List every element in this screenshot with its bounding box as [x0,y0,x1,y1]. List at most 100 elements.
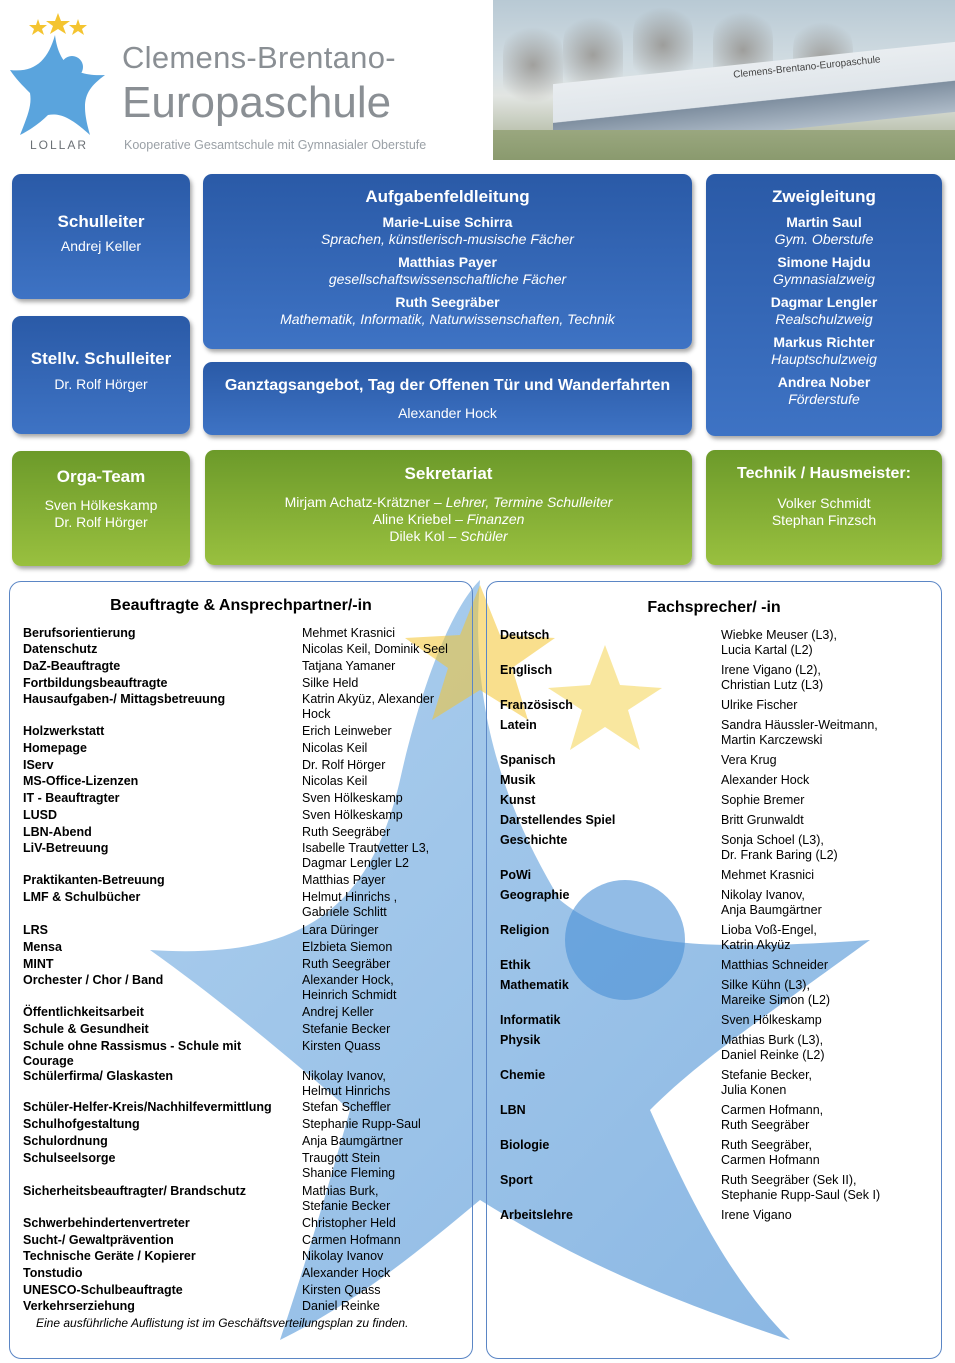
beauftragte-label: Schule ohne Rassismus - Schule mit Coura… [23,1039,242,1068]
beauftragte-label: Öffentlichkeitsarbeit [23,1005,144,1019]
aufgabenfeld-name-2: Matthias Payer [398,254,497,270]
beauftragte-panel [9,581,473,1359]
fachsprecher-value: Ruth Seegräber (Sek II), [721,1173,857,1187]
fachsprecher-value: Lioba Voß-Engel, [721,923,817,937]
beauftragte-value: Helmut Hinrichs [302,1084,391,1098]
technik-box: Technik / Hausmeister: Volker Schmidt St… [706,450,942,565]
beauftragte-value: Silke Held [302,676,359,690]
beauftragte-label: Holzwerkstatt [23,724,105,738]
technik-title: Technik / Hausmeister: [737,465,911,482]
beauftragte-label: Schulseelsorge [23,1151,116,1165]
beauftragte-value: Shanice Fleming [302,1166,396,1180]
beauftragte-label: Schule & Gesundheit [23,1022,149,1036]
fachsprecher-label: Sport [500,1173,533,1187]
fachsprecher-value: Daniel Reinke (L2) [721,1048,825,1062]
fachsprecher-value: Carmen Hofmann, [721,1103,824,1117]
fachsprecher-value: Ulrike Fischer [721,698,798,712]
beauftragte-label: Verkehrserziehung [23,1299,135,1313]
beauftragte-label: Praktikanten-Betreuung [23,873,165,887]
beauftragte-value: Stefanie Becker [302,1022,391,1036]
beauftragte-label: Orchester / Chor / Band [23,973,164,987]
aufgabenfeld-role-3: Mathematik, Informatik, Naturwissenschaf… [280,311,615,327]
fachsprecher-label: Musik [500,773,536,787]
fachsprecher-value: Stefanie Becker, [721,1068,813,1082]
beauftragte-label: Mensa [23,940,62,954]
logo-star-figure-icon [10,13,105,135]
fachsprecher-label: Deutsch [500,628,550,642]
beauftragte-value: Lara Düringer [302,923,379,937]
fachsprecher-title: Fachsprecher/ -in [647,599,781,616]
beauftragte-value: Kirsten Quass [302,1039,381,1053]
fachsprecher-label: Informatik [500,1013,561,1027]
sekretariat-title: Sekretariat [404,464,493,483]
fachsprecher-value: Ruth Seegräber [721,1118,810,1132]
beauftragte-value: Tatjana Yamaner [302,659,396,673]
fachsprecher-label: Chemie [500,1068,546,1082]
fachsprecher-label: Physik [500,1033,541,1047]
fachsprecher-value: Sonja Schoel (L3), [721,833,824,847]
zweig-role-5: Förderstufe [788,391,860,407]
beauftragte-value: Erich Leinweber [302,724,392,738]
zweig-role-1: Gym. Oberstufe [774,231,874,247]
beauftragte-label: Schwerbehindertenvertreter [23,1216,190,1230]
fachsprecher-value: Silke Kühn (L3), [721,978,810,992]
beauftragte-label: Fortbildungsbeauftragte [23,676,168,690]
beauftragte-label: Hausaufgaben-/ Mittagsbetreuung [23,692,226,706]
beauftragte-value: Elzbieta Siemon [302,940,393,954]
beauftragte-label: IT - Beauftragter [23,791,120,805]
beauftragte-value: Heinrich Schmidt [302,988,397,1002]
beauftragte-label: Datenschutz [23,642,98,656]
fachsprecher-value: Mathias Burk (L3), [721,1033,824,1047]
aufgabenfeld-title: Aufgabenfeldleitung [365,187,530,206]
fachsprecher-value: Dr. Frank Baring (L2) [721,848,838,862]
stellv-schulleiter-box: Stellv. Schulleiter Dr. Rolf Hörger [12,316,190,434]
beauftragte-label: MS-Office-Lizenzen [23,774,139,788]
orga-name-1: Sven Hölkeskamp [44,497,158,513]
beauftragte-value: Traugott Stein [302,1151,381,1165]
fachsprecher-value: Christian Lutz (L3) [721,678,824,692]
fachsprecher-value: Vera Krug [721,753,777,767]
beauftragte-value: Stefanie Becker [302,1199,391,1213]
fachsprecher-label: Englisch [500,663,553,677]
beauftragte-value: Dagmar Lengler L2 [302,856,410,870]
beauftragte-label: Berufsorientierung [23,626,136,640]
beauftragte-value: Helmut Hinrichs , [302,890,398,904]
aufgabenfeldleitung-box: Aufgabenfeldleitung Marie-Luise Schirra … [203,174,692,349]
orga-name-2: Dr. Rolf Hörger [54,514,148,530]
stellv-title: Stellv. Schulleiter [30,349,172,368]
school-tagline: Kooperative Gesamtschule mit Gymnasialer… [124,138,427,152]
fachsprecher-value: Mareike Simon (L2) [721,993,831,1007]
zweig-name-1: Martin Saul [786,214,862,230]
beauftragte-title: Beauftragte & Ansprechpartner/-in [110,597,372,614]
beauftragte-value: Nicolas Keil, Dominik Seel [302,642,448,656]
fachsprecher-value: Sandra Häussler-Weitmann, [721,718,878,732]
footnote: Eine ausführliche Auflistung ist im Gesc… [36,1316,409,1330]
sekretariat-entry-2: Aline Kriebel – Finanzen [372,511,525,527]
orga-title: Orga-Team [56,467,146,486]
beauftragte-label: Schüler-Helfer-Kreis/Nachhilfevermittlun… [23,1100,272,1114]
beauftragte-label: Technische Geräte / Kopierer [23,1249,196,1263]
fachsprecher-value: Ruth Seegräber, [721,1138,813,1152]
zweig-role-4: Hauptschulzweig [771,351,877,367]
beauftragte-value: Mathias Burk, [302,1184,379,1198]
zweig-name-2: Simone Hajdu [777,254,871,270]
fachsprecher-panel [486,581,942,1359]
beauftragte-value: Matthias Payer [302,873,386,887]
beauftragte-label: IServ [23,758,54,772]
fachsprecher-label: Kunst [500,793,536,807]
fachsprecher-value: Irene Vigano (L2), [721,663,821,677]
beauftragte-value: Ruth Seegräber [302,825,391,839]
town-label: LOLLAR [30,138,89,152]
school-building-photo: Clemens-Brentano-Europaschule [493,0,955,160]
fachsprecher-value: Martin Karczewski [721,733,823,747]
beauftragte-value: Carmen Hofmann [302,1233,401,1247]
fachsprecher-label: Spanisch [500,753,556,767]
school-name-line2: Europaschule [122,78,392,127]
fachsprecher-value: Stephanie Rupp-Saul (Sek I) [721,1188,881,1202]
beauftragte-value: Alexander Hock [302,1266,391,1280]
fachsprecher-label: Geographie [500,888,570,902]
beauftragte-value: Nikolay Ivanov, [302,1069,386,1083]
fachsprecher-value: Irene Vigano [721,1208,792,1222]
beauftragte-label: LRS [23,923,48,937]
aufgabenfeld-name-1: Marie-Luise Schirra [382,214,513,230]
